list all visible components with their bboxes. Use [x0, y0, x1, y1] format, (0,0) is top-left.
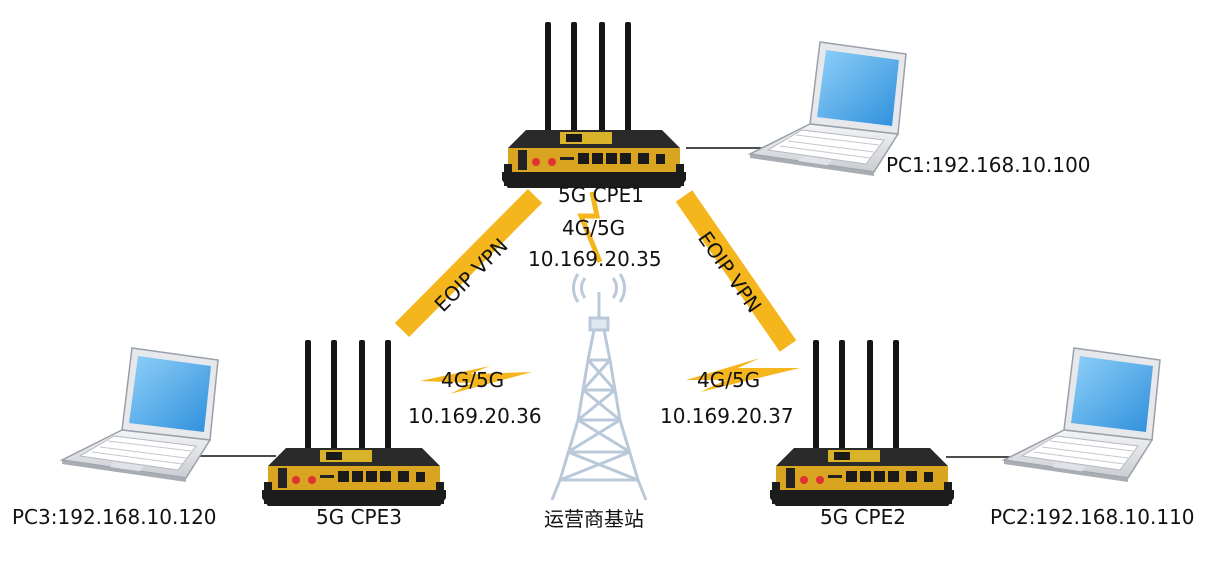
wireless-link-cpe3 [420, 366, 532, 394]
cpe1-ip: 10.169.20.35 [528, 247, 662, 271]
pc2-label: PC2:192.168.10.110 [990, 505, 1195, 529]
wireless-link-cpe2 [686, 358, 800, 392]
vpn-label-left: EOIP VPN [430, 234, 513, 317]
vpn-tunnel-left: EOIP VPN [394, 188, 543, 338]
cpe3-name: 5G CPE3 [316, 505, 402, 529]
router-cpe2-icon [770, 340, 954, 506]
laptop-pc3-icon [61, 347, 219, 483]
cpe3-ip: 10.169.20.36 [408, 404, 542, 428]
pc1-label: PC1:192.168.10.100 [886, 153, 1091, 177]
cpe3-network: 4G/5G [441, 368, 505, 392]
cpe2-network: 4G/5G [697, 368, 761, 392]
laptop-pc2-icon [1003, 347, 1161, 483]
cpe2-ip: 10.169.20.37 [660, 404, 794, 428]
base-station-icon [550, 273, 648, 501]
laptop-pc1-icon [749, 41, 907, 177]
pc3-label: PC3:192.168.10.120 [12, 505, 217, 529]
vpn-tunnel-right: EOIP VPN [675, 190, 797, 352]
router-cpe1-icon [502, 22, 686, 188]
wireless-link-cpe1 [577, 191, 603, 263]
vpn-label-right: EOIP VPN [693, 227, 766, 317]
cpe1-name: 5G CPE1 [558, 183, 644, 207]
cpe2-name: 5G CPE2 [820, 505, 906, 529]
cpe1-network: 4G/5G [562, 216, 626, 240]
base-station-label: 运营商基站 [544, 507, 644, 531]
